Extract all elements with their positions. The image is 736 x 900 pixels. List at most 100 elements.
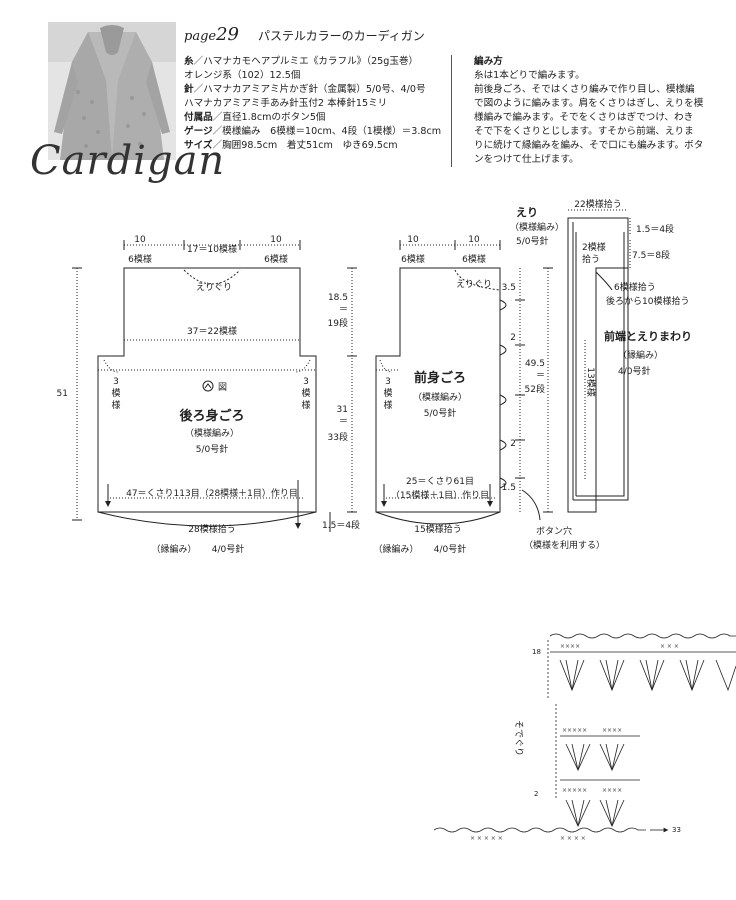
svg-text:49.5: 49.5: [525, 359, 545, 369]
page-prefix: page: [184, 29, 217, 44]
front-body-outline: [375, 267, 501, 513]
back-body-title: 後ろ身ごろ: [179, 408, 244, 424]
page-label: page29: [184, 24, 239, 45]
instructions-heading: 編み方: [474, 56, 503, 67]
svg-text:模: 模: [301, 388, 310, 399]
stitch-chart: [433, 633, 736, 833]
svg-text:様: 様: [301, 399, 310, 411]
materials-list: 糸／ハマナカモヘアプルミエ《カラフル》（25g玉巻） オレンジ系（102）12.…: [184, 55, 441, 153]
back-edge-rows: 1.5＝4段: [322, 519, 360, 531]
instruction-line: で図のように編みます。肩をくさりはぎし、えりを模: [474, 98, 704, 109]
chart-labels: 18 2 33 そでぐり: [513, 648, 681, 834]
svg-text:3: 3: [385, 377, 391, 387]
svg-text:（縁編み）: （縁編み）: [373, 543, 418, 555]
svg-text:3: 3: [303, 377, 309, 387]
front-pickup: 15模様拾う: [414, 523, 461, 535]
svg-text:4/0号針: 4/0号針: [618, 365, 651, 377]
back-top-left-width: 10: [134, 235, 146, 245]
svg-text:××××: ××××: [602, 787, 622, 794]
svg-text:6模様: 6模様: [401, 253, 425, 265]
back-pickup: 28模様拾う: [188, 523, 235, 535]
svg-text:＝: ＝: [339, 417, 348, 427]
chart-bottom-chain: [433, 827, 646, 833]
back-neck-label: えりぐり: [196, 282, 232, 293]
svg-text:× × × × ×: × × × × ×: [470, 835, 503, 842]
back-top-left-count: 6模様: [128, 253, 152, 265]
back-edge-needle: 4/0号針: [212, 543, 245, 555]
svg-text:19段: 19段: [328, 317, 348, 329]
svg-text:6模様拾う: 6模様拾う: [614, 281, 656, 293]
spec-line: ゲージ／模様編み 6模様＝10cm、4段（1模様）＝3.8cm: [184, 126, 442, 137]
back-needle: 5/0号針: [196, 443, 229, 455]
front-neck-label: えりぐり: [456, 279, 492, 290]
svg-text:4/0号針: 4/0号針: [434, 543, 467, 555]
column-divider: [451, 55, 452, 167]
back-fig-ref: 図: [218, 382, 227, 393]
back-chain: 47＝くさり113目（28模様＋1目）作り目: [126, 487, 298, 499]
svg-text:13模様: 13模様: [585, 367, 597, 396]
back-top-right-count: 6模様: [264, 253, 288, 265]
instruction-line: 様編みで編みます。そでをくさりはぎでつけ、わき: [474, 112, 694, 123]
front-neckline: [454, 269, 501, 291]
buttonhole-note: （模様を利用する）: [524, 539, 605, 551]
svg-text:×××××: ×××××: [562, 787, 587, 794]
svg-text:＝: ＝: [339, 305, 348, 315]
back-edge: （縁編み）: [151, 543, 196, 555]
chart-top-chain: [549, 633, 736, 653]
svg-text:後ろから10模様拾う: 後ろから10模様拾う: [606, 295, 689, 307]
svg-text:1.5: 1.5: [502, 483, 516, 493]
front-pattern: （模様編み）: [413, 391, 467, 403]
pattern-title: パステルカラーのカーディガン: [258, 29, 425, 43]
chart-count-33: 33: [672, 826, 681, 834]
instruction-line: 前後身ごろ、そではくさり編みで作り目し、模様編: [474, 84, 695, 95]
instructions: 編み方 糸は1本どりで編みます。 前後身ごろ、そではくさり編みで作り目し、模様編…: [474, 55, 736, 167]
spec-line: オレンジ系（102）12.5個: [184, 70, 301, 81]
svg-text:2: 2: [510, 333, 516, 343]
svg-text:52段: 52段: [525, 383, 545, 395]
collar-title: えり: [516, 206, 538, 219]
front-labels: 10 6模様 10 6模様 えりぐり 3 模 様 前身ごろ （模様編み） 5/0…: [328, 235, 605, 555]
back-neckline: [183, 269, 241, 285]
svg-text:× × ×: × × ×: [660, 643, 679, 650]
front-body-title: 前身ごろ: [414, 370, 466, 386]
front-chain-2: （15模様＋1目）作り目: [391, 489, 489, 501]
instruction-line: 糸は1本どりで編みます。: [474, 70, 585, 81]
svg-text:6模様: 6模様: [462, 253, 486, 265]
back-labels: 10 6模様 17＝10模様 10 6模様 えりぐり 37＝22模様 3 模 様…: [57, 235, 361, 555]
chart-mid: [560, 735, 640, 827]
svg-text:10: 10: [468, 235, 480, 245]
instruction-line: ンをつけて仕上げます。: [474, 154, 579, 165]
chart-x-marks: ××××××××× ××××××××× × × ××××× × × × × ××…: [470, 643, 679, 842]
svg-text:3.5: 3.5: [502, 283, 516, 293]
back-top-right-width: 10: [270, 235, 282, 245]
svg-text:3: 3: [113, 377, 119, 387]
svg-text:2模様: 2模様: [582, 241, 606, 253]
spec-line: ハマナカアミアミ手あみ針玉付2 本棒針15ミリ: [184, 98, 388, 109]
chart-fans-top: [559, 659, 736, 692]
collar-labels: えり （模様編み） 5/0号針 22模様拾う 1.5＝4段 2模様 拾う 7.5…: [510, 198, 692, 397]
svg-text:（模様編み）: （模様編み）: [510, 221, 564, 233]
buttonhole-label: ボタン穴: [536, 525, 572, 537]
svg-text:模: 模: [111, 388, 120, 399]
svg-text:7.5＝8段: 7.5＝8段: [632, 249, 670, 261]
spec-line: 付属品／直径1.8cmのボタン5個: [184, 112, 326, 123]
svg-text:31: 31: [337, 405, 348, 415]
svg-text:様: 様: [383, 399, 392, 411]
svg-text:10: 10: [407, 235, 419, 245]
chart-row-18: 18: [532, 648, 541, 656]
spec-line: サイズ／胸囲98.5cm 着丈51cm ゆき69.5cm: [184, 140, 398, 151]
chart-sleeve-label: そでぐり: [513, 720, 524, 756]
svg-text:（縁編み）: （縁編み）: [618, 349, 663, 361]
svg-text:＝: ＝: [536, 371, 545, 381]
svg-text:模: 模: [383, 388, 392, 399]
back-total-height: 51: [57, 389, 68, 399]
instruction-line: そで下をくさりとじします。すそから前端、えりま: [474, 126, 694, 137]
front-chain-1: 25＝くさり61目: [406, 476, 474, 487]
svg-text:1.5＝4段: 1.5＝4段: [636, 223, 674, 235]
back-body-outline: [97, 267, 317, 513]
spec-line: 針／ハマナカアミアミ片かぎ針（金属製）5/0号、4/0号: [184, 84, 426, 95]
svg-text:33段: 33段: [328, 431, 348, 443]
svg-text:22模様拾う: 22模様拾う: [574, 198, 621, 210]
svg-text:2: 2: [510, 439, 516, 449]
svg-text:××××: ××××: [560, 643, 580, 650]
